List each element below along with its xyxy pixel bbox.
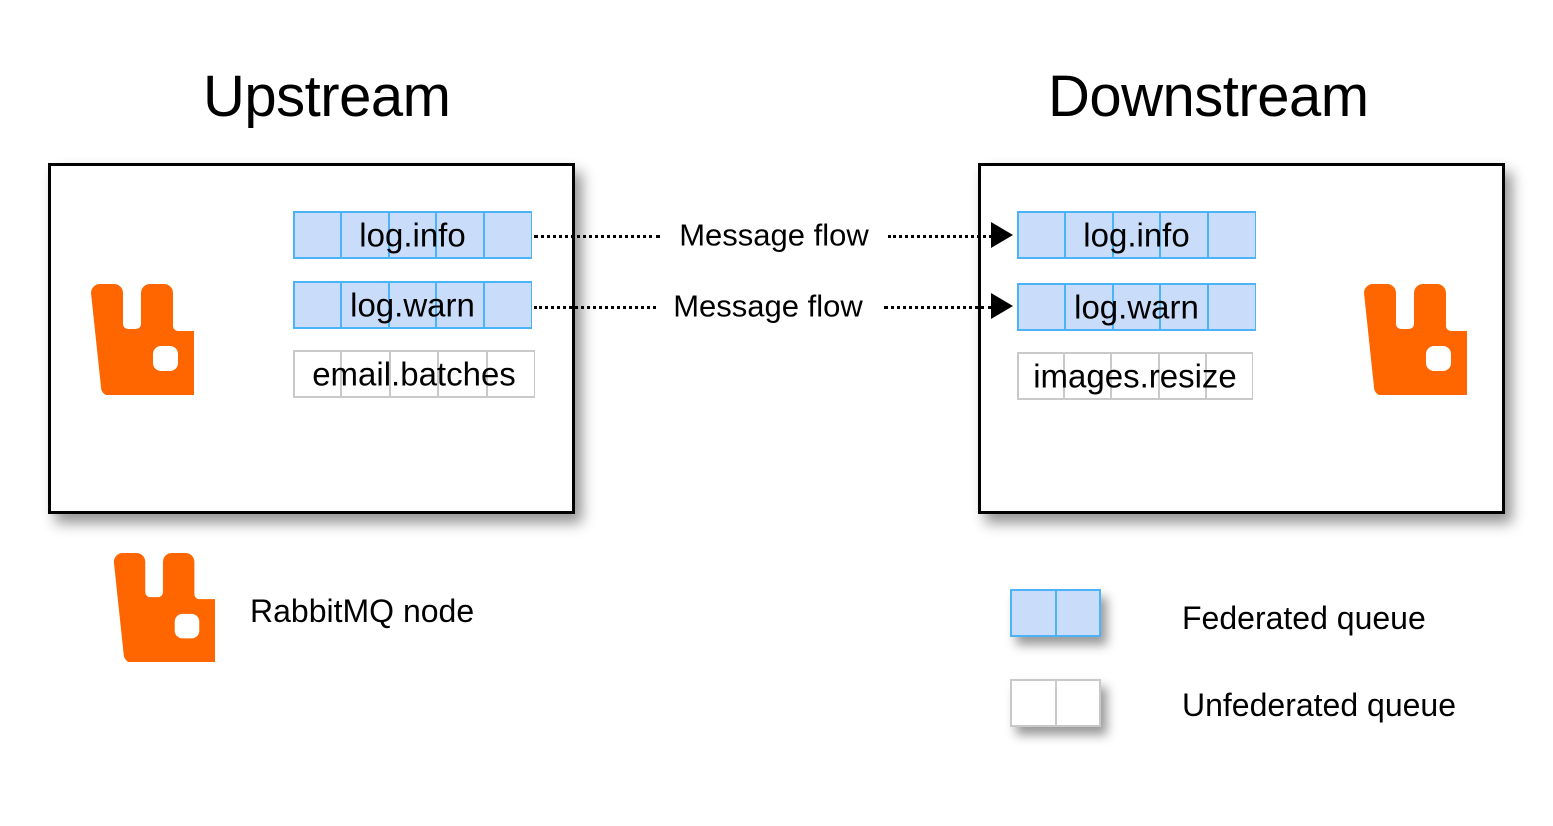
queue-cell bbox=[1064, 211, 1113, 259]
downstream-queue-images-resize[interactable]: images.resize bbox=[1017, 352, 1253, 400]
queue-cell bbox=[1160, 211, 1209, 259]
legend-label-unfederated-queue: Unfederated queue bbox=[1182, 687, 1456, 723]
queue-cell bbox=[340, 281, 389, 329]
queue-cell bbox=[1010, 679, 1056, 727]
flow-dotted-line-left bbox=[534, 306, 656, 309]
queue-cell bbox=[1017, 283, 1065, 331]
upstream-title: Upstream bbox=[203, 64, 451, 129]
queue-cell bbox=[1205, 352, 1253, 400]
queue-cell bbox=[1010, 589, 1056, 637]
upstream-queue-log-info[interactable]: log.info bbox=[293, 211, 532, 259]
queue-cell bbox=[1017, 211, 1065, 259]
flow-arrow-icon bbox=[991, 222, 1013, 248]
queue-cell bbox=[389, 350, 439, 398]
queue-cell bbox=[486, 350, 535, 398]
rabbitmq-logo-icon bbox=[1364, 284, 1467, 395]
queue-cell bbox=[1112, 283, 1161, 331]
flow-dotted-line-left bbox=[534, 235, 660, 238]
queue-cell bbox=[436, 211, 485, 259]
queue-cell bbox=[484, 281, 532, 329]
upstream-queue-log-warn[interactable]: log.warn bbox=[293, 281, 532, 329]
queue-cell bbox=[436, 281, 485, 329]
queue-cell bbox=[293, 350, 342, 398]
federated-queue-swatch bbox=[1010, 589, 1101, 637]
message-flow-label: Message flow bbox=[673, 288, 863, 324]
queue-cell bbox=[1160, 283, 1209, 331]
queue-cell bbox=[1208, 283, 1256, 331]
queue-cell bbox=[1208, 211, 1256, 259]
queue-cell bbox=[388, 211, 437, 259]
flow-dotted-line-right bbox=[884, 306, 992, 309]
queue-cell bbox=[1055, 589, 1101, 637]
queue-cell bbox=[1158, 352, 1206, 400]
queue-cell bbox=[341, 350, 390, 398]
queue-cell bbox=[1064, 283, 1113, 331]
flow-arrow-icon bbox=[991, 293, 1013, 319]
rabbitmq-logo-icon bbox=[91, 284, 194, 395]
queue-cell bbox=[1055, 679, 1101, 727]
queue-cell bbox=[1111, 352, 1159, 400]
queue-cell bbox=[484, 211, 532, 259]
queue-cell bbox=[388, 281, 437, 329]
queue-cell bbox=[438, 350, 487, 398]
upstream-queue-email-batches[interactable]: email.batches bbox=[293, 350, 535, 398]
queue-cell bbox=[1112, 211, 1161, 259]
legend-label-federated-queue: Federated queue bbox=[1182, 600, 1426, 636]
queue-cell bbox=[1064, 352, 1112, 400]
unfederated-queue-swatch bbox=[1010, 679, 1101, 727]
flow-dotted-line-right bbox=[888, 235, 992, 238]
downstream-title: Downstream bbox=[1048, 64, 1369, 129]
queue-cell bbox=[1017, 352, 1065, 400]
downstream-queue-log-info[interactable]: log.info bbox=[1017, 211, 1256, 259]
rabbitmq-logo-icon bbox=[113, 552, 215, 662]
downstream-queue-log-warn[interactable]: log.warn bbox=[1017, 283, 1256, 331]
queue-cell bbox=[293, 281, 341, 329]
message-flow-label: Message flow bbox=[679, 217, 869, 253]
queue-cell bbox=[293, 211, 341, 259]
legend-label-rabbitmq-node: RabbitMQ node bbox=[250, 593, 475, 629]
queue-cell bbox=[340, 211, 389, 259]
